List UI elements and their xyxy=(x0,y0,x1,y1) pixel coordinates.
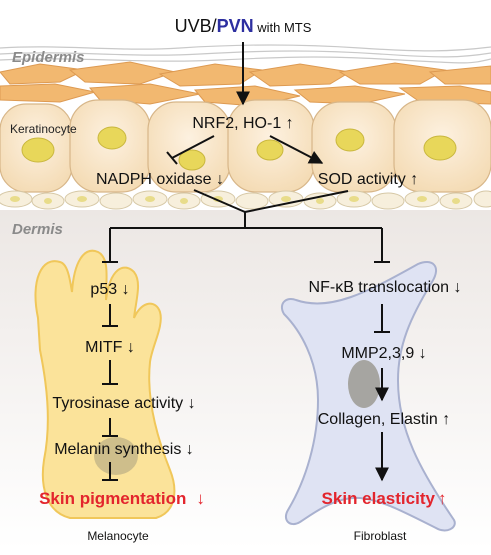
dermis-label: Dermis xyxy=(12,221,63,238)
stratum-corneum xyxy=(0,44,491,64)
elasticity-arrow: ↑ xyxy=(438,489,447,508)
nrf2-inhibits-nadph xyxy=(171,135,215,159)
fibroblast-label: Fibroblast xyxy=(354,529,407,543)
sod-node: SOD activity ↑ xyxy=(318,171,418,188)
melanocyte-label: Melanocyte xyxy=(87,529,149,543)
p53-node: p53 ↓ xyxy=(90,281,129,298)
tyrosinase-node: Tyrosinase activity ↓ xyxy=(52,395,195,412)
elasticity-label: Skin elasticity xyxy=(322,489,436,508)
basal-nuclei xyxy=(10,196,460,204)
nrf2-node: NRF2, HO-1 ↑ xyxy=(192,115,293,132)
keratinized-layer xyxy=(0,61,491,107)
keratinocyte-nuclei xyxy=(21,126,457,171)
collagen-node: Collagen, Elastin ↑ xyxy=(318,411,451,428)
mmp-node: MMP2,3,9 ↓ xyxy=(341,345,426,362)
keratinocyte-cells xyxy=(0,99,491,193)
pigmentation-label: Skin pigmentation xyxy=(39,489,186,508)
melanocyte-nucleus xyxy=(94,437,138,475)
nadph-converge-line xyxy=(193,189,246,213)
stimulus-prefix: UVB/ xyxy=(175,16,217,36)
sod-converge-line xyxy=(244,190,349,213)
stimulus-suffix: with MTS xyxy=(254,20,312,35)
melanin-node: Melanin synthesis ↓ xyxy=(54,441,194,458)
pigmentation-arrow: ↓ xyxy=(196,489,205,508)
epidermis-label: Epidermis xyxy=(12,49,85,66)
nfkb-node: NF-κB translocation ↓ xyxy=(309,279,462,296)
fibroblast-nucleus xyxy=(348,360,380,408)
elasticity-outcome: Skin elasticity↑ xyxy=(322,489,447,508)
mitf-node: MITF ↓ xyxy=(85,339,135,356)
nadph-node: NADPH oxidase ↓ xyxy=(96,171,224,188)
nrf2-to-sod-arrow xyxy=(269,135,324,164)
stimulus-highlight: PVN xyxy=(217,16,254,36)
stimulus-title: UVB/PVN with MTS xyxy=(175,16,312,36)
pigmentation-outcome: Skin pigmentation ↓ xyxy=(39,489,205,508)
pathway-connectors xyxy=(102,42,390,482)
keratinocyte-label: Keratinocyte xyxy=(10,122,77,136)
